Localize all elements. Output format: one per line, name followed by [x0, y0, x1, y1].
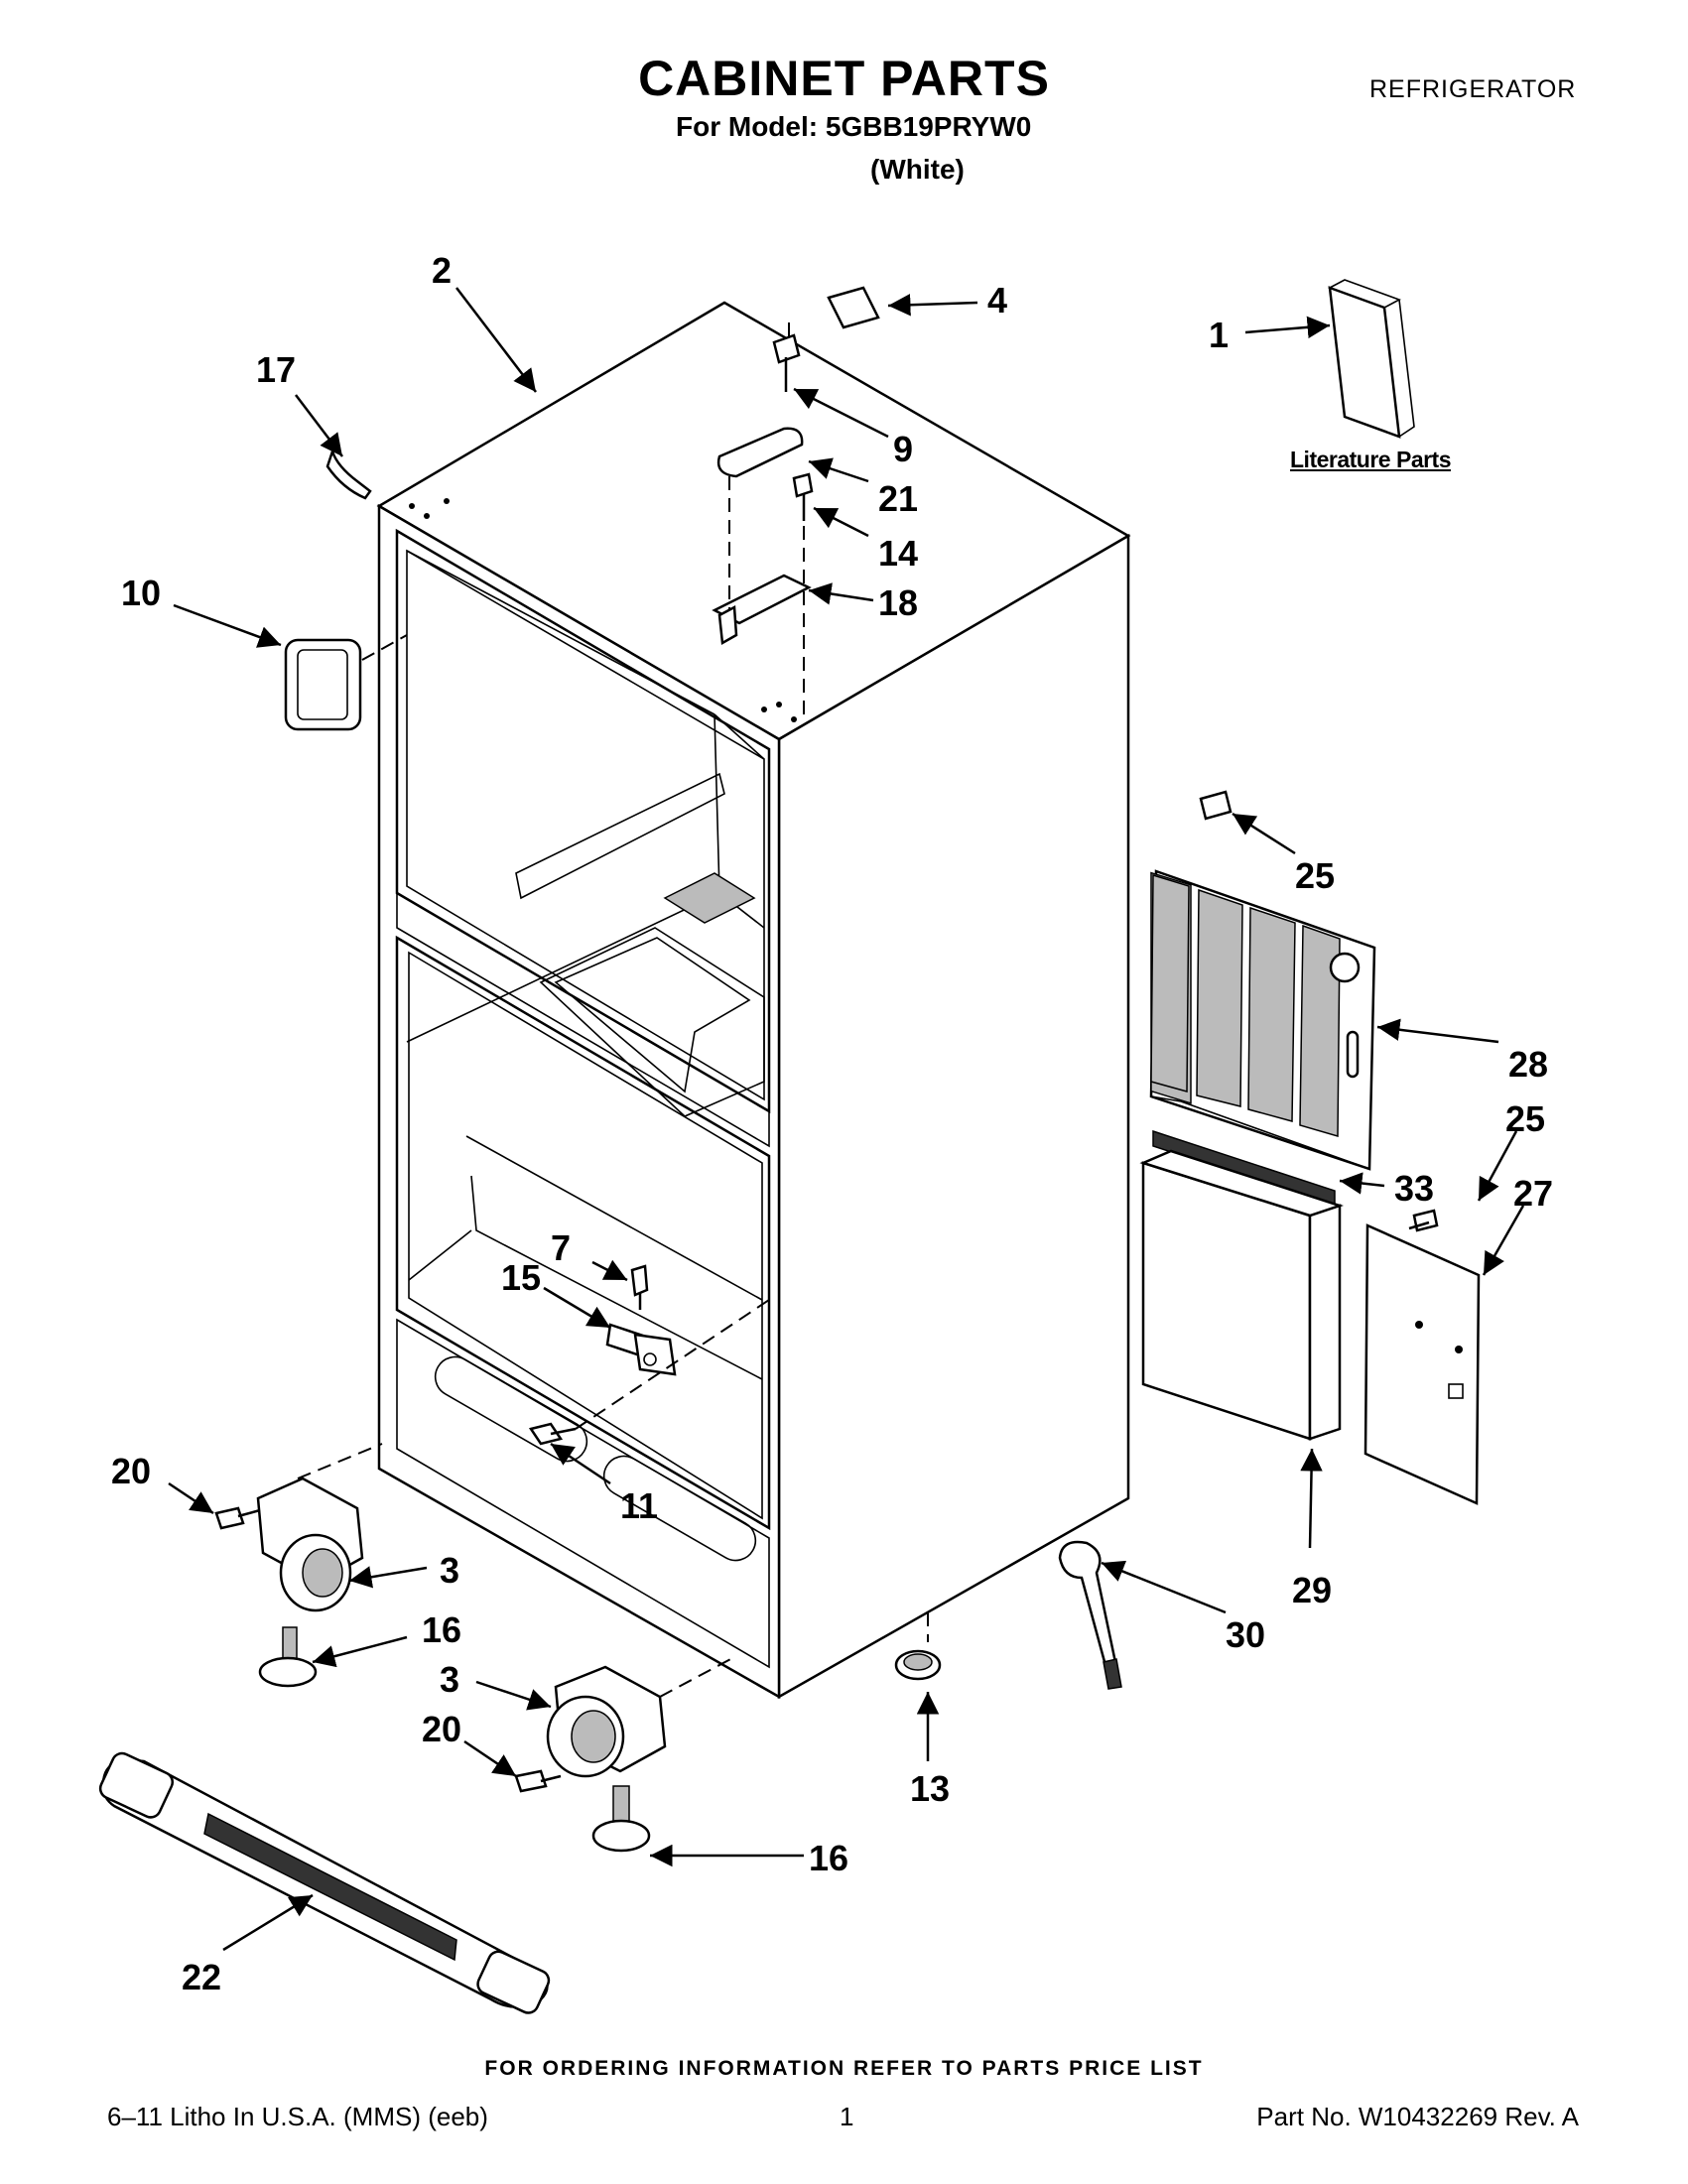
model-line: For Model: 5GBB19PRYW0 [676, 111, 1032, 142]
callout-25-upper: 25 [1295, 855, 1335, 896]
part-27-cover [1363, 1209, 1481, 1505]
leader-lines [168, 287, 1525, 1952]
callout-21: 21 [878, 478, 918, 519]
callout-3-lower: 3 [440, 1659, 459, 1700]
part-30-wrench [1058, 1540, 1122, 1690]
callout-15: 15 [501, 1257, 541, 1298]
page-number: 1 [840, 2102, 854, 2131]
part-29-panel [1139, 1149, 1345, 1441]
litho-info: 6–11 Litho In U.S.A. (MMS) (eeb) [107, 2102, 488, 2131]
callout-11: 11 [620, 1485, 658, 1526]
part-13-plug [894, 1612, 942, 1681]
callout-20-lower: 20 [422, 1709, 461, 1749]
color-line: (White) [870, 154, 965, 185]
part-25-screw-top [1199, 790, 1233, 821]
part-4-label [827, 286, 880, 329]
grille-vents [1150, 873, 1361, 1137]
callout-13: 13 [910, 1768, 950, 1809]
literature-book [1328, 279, 1415, 439]
part-17-strip [325, 448, 372, 500]
ordering-note: FOR ORDERING INFORMATION REFER TO PARTS … [484, 2057, 1204, 2080]
callout-labels: 1 2 3 3 4 7 9 10 11 13 14 15 16 16 17 18… [111, 250, 1553, 1997]
part-number: Part No. W10432269 Rev. A [1256, 2102, 1579, 2131]
literature-parts-label: Literature Parts [1290, 447, 1452, 472]
callout-18: 18 [878, 582, 918, 623]
callout-1: 1 [1209, 315, 1229, 355]
left-roller-assembly [214, 1443, 383, 1688]
center-hinge-parts [528, 1264, 770, 1446]
callout-30: 30 [1226, 1614, 1265, 1655]
callout-4: 4 [987, 280, 1007, 321]
appliance-category: REFRIGERATOR [1369, 75, 1577, 103]
callout-9: 9 [893, 429, 913, 469]
callout-17: 17 [256, 349, 296, 390]
callout-25-lower: 25 [1505, 1098, 1545, 1139]
callout-14: 14 [878, 533, 918, 574]
right-roller-assembly [514, 1656, 735, 1853]
cabinet-body [376, 301, 1131, 1700]
callout-20-upper: 20 [111, 1451, 151, 1491]
callout-16-lower: 16 [809, 1838, 848, 1878]
part-22-toe-grille [98, 1751, 551, 2014]
callout-16-upper: 16 [422, 1609, 461, 1650]
callout-10: 10 [121, 573, 161, 613]
callout-28: 28 [1508, 1044, 1548, 1085]
callout-3-upper: 3 [440, 1550, 459, 1591]
callout-2: 2 [432, 250, 452, 291]
callout-7: 7 [551, 1227, 571, 1268]
callout-33: 33 [1394, 1168, 1434, 1209]
callout-22: 22 [182, 1957, 221, 1997]
callout-27: 27 [1513, 1173, 1553, 1214]
part-10-cover [284, 634, 408, 731]
page-title: CABINET PARTS [638, 51, 1050, 106]
callout-29: 29 [1292, 1570, 1332, 1610]
top-hinge-parts [712, 322, 814, 714]
